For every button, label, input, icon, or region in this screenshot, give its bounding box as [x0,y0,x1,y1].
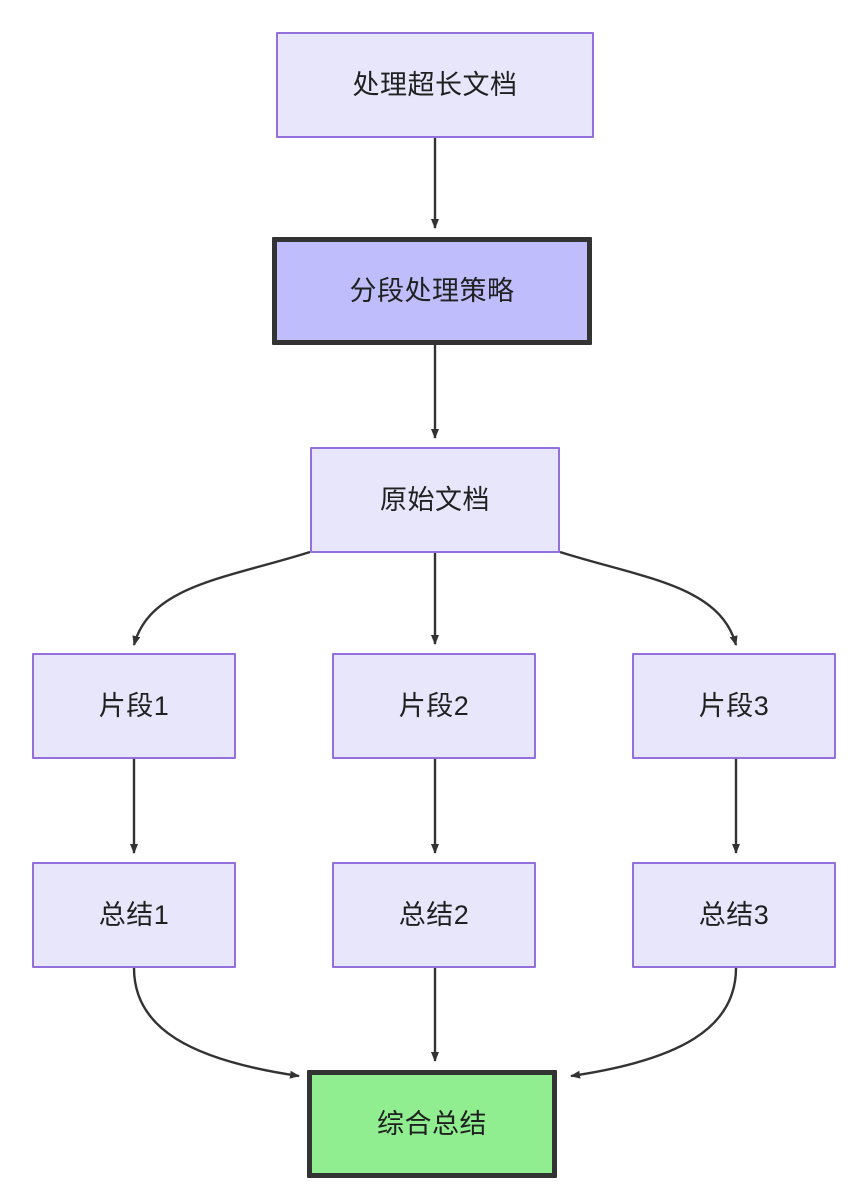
node-summary-1[interactable]: 总结1 [32,862,236,968]
node-chunk-3-label: 片段3 [698,690,770,721]
edge-sum3-to-final [570,967,738,1079]
node-chunk-1[interactable]: 片段1 [32,653,236,759]
node-summary-1-label: 总结1 [98,899,170,930]
node-chunk-2-label: 片段2 [398,690,470,721]
edge-source-to-chunk1 [132,550,311,646]
edge-source-to-chunk3 [559,550,738,646]
node-summary-3-label: 总结3 [698,899,770,930]
node-chunk-3[interactable]: 片段3 [632,653,836,759]
node-summary-3[interactable]: 总结3 [632,862,836,968]
edge-sum1-to-final [132,967,300,1079]
node-source-document[interactable]: 原始文档 [310,447,560,553]
node-chunk-1-label: 片段1 [98,690,170,721]
node-chunk-2[interactable]: 片段2 [332,653,536,759]
node-summary-2[interactable]: 总结2 [332,862,536,968]
node-strategy[interactable]: 分段处理策略 [272,237,592,345]
node-source-document-label: 原始文档 [380,484,490,515]
node-final-summary-label: 综合总结 [377,1108,487,1139]
node-root[interactable]: 处理超长文档 [276,32,594,138]
node-final-summary[interactable]: 综合总结 [307,1070,557,1178]
node-root-label: 处理超长文档 [352,69,518,100]
node-summary-2-label: 总结2 [398,899,470,930]
node-strategy-label: 分段处理策略 [349,275,515,306]
